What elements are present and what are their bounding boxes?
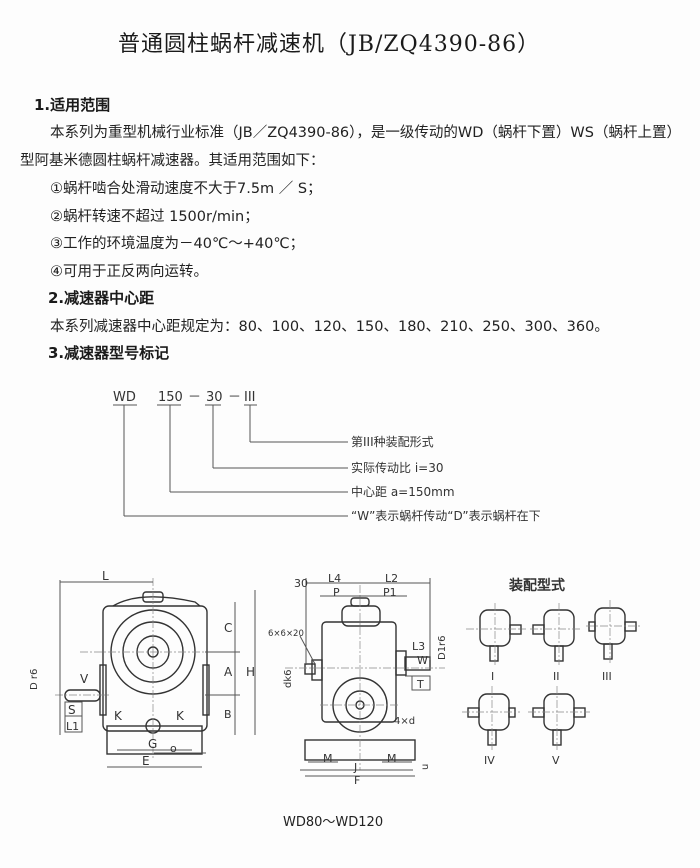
center-distance-paragraph: 本系列减速器中心距规定为：80、100、120、150、180、210、250、… bbox=[50, 319, 609, 335]
designation-ratio: 30 bbox=[206, 390, 223, 405]
dim-B: B bbox=[224, 708, 232, 721]
section-heading-model-marking: 3.减速器型号标记 bbox=[48, 344, 170, 362]
designation-note: 中心距 a=150mm bbox=[351, 484, 455, 499]
dim-P: P bbox=[333, 586, 340, 599]
dim-G: G bbox=[148, 737, 157, 751]
designation-note: “W”表示蜗杆传动“D”表示蜗杆在下 bbox=[351, 508, 541, 523]
dim-u: u bbox=[420, 764, 431, 770]
scope-item: ②蜗杆转速不超过 1500r/min； bbox=[50, 209, 259, 225]
scope-item: ④可用于正反两向运转。 bbox=[50, 264, 208, 280]
designation-note: 第III种装配形式 bbox=[351, 435, 434, 449]
dim-L: L bbox=[102, 569, 109, 583]
assembly-type-label: II bbox=[553, 670, 560, 683]
dim-W: W bbox=[417, 654, 428, 667]
dim-C: C bbox=[224, 621, 232, 635]
dim-L4: L4 bbox=[328, 572, 341, 585]
dim-K-right: K bbox=[176, 709, 185, 723]
dim-A: A bbox=[224, 665, 233, 679]
scope-paragraph-line2: 型阿基米德圆柱蜗杆减速器。其适用范围如下： bbox=[20, 153, 325, 169]
dim-Dr6: D r6 bbox=[29, 669, 40, 690]
dim-30: 30 bbox=[294, 577, 308, 590]
assembly-type-label: I bbox=[491, 670, 494, 683]
section-heading-center-distance: 2.减速器中心距 bbox=[48, 289, 155, 307]
dim-L1: L1 bbox=[66, 720, 79, 733]
assembly-type-label: V bbox=[552, 754, 560, 767]
dim-D1r6: D1r6 bbox=[437, 635, 448, 660]
designation-assembly: III bbox=[244, 390, 256, 405]
dim-L2: L2 bbox=[385, 572, 398, 585]
designation-dash: － bbox=[188, 390, 201, 405]
key-size-label: 6×6×20 bbox=[268, 629, 304, 639]
dim-H: H bbox=[246, 665, 255, 679]
designation-dash: － bbox=[228, 390, 241, 405]
dim-T: T bbox=[416, 678, 424, 691]
dim-P1: P1 bbox=[383, 586, 397, 599]
scope-paragraph-line1: 本系列为重型机械行业标准（JB／ZQ4390-86），是一级传动的WD（蜗杆下置… bbox=[50, 125, 681, 141]
assembly-type-label: III bbox=[602, 670, 612, 683]
dim-S: S bbox=[68, 703, 76, 717]
section-heading-scope: 1.适用范围 bbox=[34, 96, 111, 114]
designation-note: 实际传动比 i=30 bbox=[351, 460, 443, 475]
designation-type: WD bbox=[113, 390, 136, 405]
dim-V: V bbox=[80, 672, 89, 686]
dim-K-left: K bbox=[114, 709, 123, 723]
assembly-title: 装配型式 bbox=[508, 577, 565, 594]
dim-o: o bbox=[170, 742, 177, 755]
scope-item: ③工作的环境温度为－40℃～+40℃； bbox=[50, 236, 305, 252]
dim-L3: L3 bbox=[412, 640, 425, 653]
dim-F: F bbox=[354, 774, 360, 787]
scope-item: ①蜗杆啮合处滑动速度不大于7.5m ／ S； bbox=[50, 181, 322, 197]
dim-E: E bbox=[142, 754, 150, 768]
drawing-caption: WD80～WD120 bbox=[283, 815, 384, 830]
dim-dk6: dk6 bbox=[283, 669, 294, 688]
designation-center-distance: 150 bbox=[158, 390, 183, 405]
dim-J: J bbox=[353, 761, 357, 774]
page-title: 普通圆柱蜗杆减速机（JB/ZQ4390-86） bbox=[118, 32, 541, 57]
dim-4xd: 4×d bbox=[394, 716, 415, 727]
dim-M-left: M bbox=[323, 752, 333, 765]
dim-M-right: M bbox=[387, 752, 397, 765]
assembly-type-label: IV bbox=[484, 754, 495, 767]
